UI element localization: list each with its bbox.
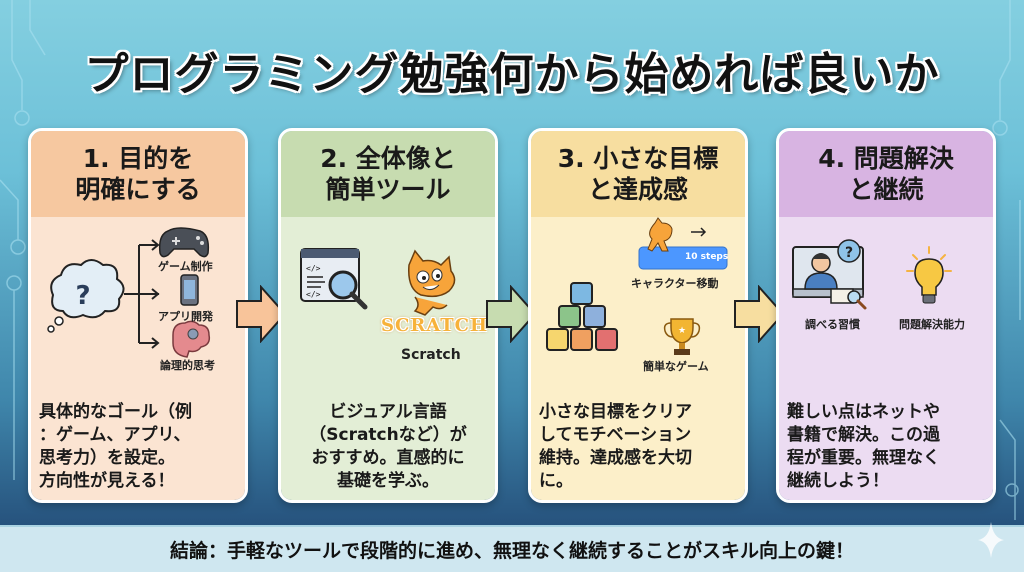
brain-gear-icon: [172, 320, 211, 358]
svg-text:</>: </>: [306, 264, 321, 273]
trophy-icon: ★: [663, 318, 701, 355]
step-3-illustration: ★: [546, 217, 728, 355]
label-app-development: アプリ開発: [158, 310, 213, 323]
step-1-body: ? ゲーム制作 アプリ開発: [31, 217, 245, 500]
step-3-heading: 3. 小さな目標 と達成感: [531, 131, 745, 217]
scratch-cat-icon: [408, 249, 456, 316]
label-game-creation: ゲーム制作: [158, 260, 213, 273]
thought-bubble-question-icon: ?: [47, 259, 125, 333]
stacked-blocks-icon: [546, 282, 618, 351]
step-card-2: 2. 全体像と 簡単ツール </> </> SCRATCH Scratc: [278, 128, 498, 503]
scratch-move-block-icon: [638, 217, 728, 270]
step-4-body: ? 調べる習慣 問題解決能力 難しい点はネットや 書籍で解決。この過 程が重要。…: [779, 217, 993, 500]
svg-text:</>: </>: [306, 290, 321, 299]
label-problem-solving: 問題解決能力: [899, 318, 965, 331]
label-logical-thinking: 論理的思考: [160, 359, 215, 372]
step-2-illustration: </> </>: [300, 248, 456, 316]
smartphone-app-icon: [180, 274, 199, 306]
label-research-habit: 調べる習慣: [805, 318, 860, 331]
conclusion-banner: 結論：手軽なツールで段階的に進め、無理なく継続することがスキル向上の鍵！: [0, 525, 1024, 572]
step-card-3: 3. 小さな目標 と達成感 ★: [528, 128, 748, 503]
label-character-move: キャラクター移動: [631, 277, 719, 290]
game-controller-icon: [158, 227, 210, 258]
code-window-magnifier-icon: </> </>: [300, 248, 368, 310]
step-3-body: ★ 10 steps キャラクター移動 簡単なゲーム 小さな目標をクリア してモ…: [531, 217, 745, 500]
step-4-description: 難しい点はネットや 書籍で解決。この過 程が重要。無理なく 継続しよう！: [787, 402, 940, 492]
step-1-heading: 1. 目的を 明確にする: [31, 131, 245, 217]
step-card-4: 4. 問題解決 と継続 ? 調べる習慣 問題解決能力 難しい点: [776, 128, 996, 503]
step-4-illustration: ?: [792, 239, 952, 310]
arrow-step-2-to-3: [486, 285, 537, 343]
step-card-1: 1. 目的を 明確にする ?: [28, 128, 248, 503]
sparkle-icon: [978, 522, 1004, 558]
svg-text:?: ?: [75, 281, 90, 311]
step-1-illustration: ?: [47, 227, 211, 358]
step-4-heading: 4. 問題解決 と継続: [779, 131, 993, 217]
step-2-body: </> </> SCRATCH Scratch ビジュアル言語 （Scratch…: [281, 217, 495, 500]
page-title: プログラミング勉強何から始めれば良いか: [84, 49, 940, 100]
person-computer-search-icon: ?: [792, 239, 867, 310]
arrow-step-1-to-2: [236, 285, 287, 343]
svg-text:★: ★: [678, 326, 686, 336]
label-simple-game: 簡単なゲーム: [643, 360, 709, 373]
step-1-description: 具体的なゴール（例 ：ゲーム、アプリ、 思考力）を設定。 方向性が見える！: [39, 402, 192, 492]
svg-text:?: ?: [845, 245, 853, 261]
lightbulb-icon: [906, 246, 952, 304]
step-2-description: ビジュアル言語 （Scratchなど）が おすすめ。直感的に 基礎を学ぶ。: [309, 402, 467, 492]
block-10-steps: 10 steps: [685, 252, 729, 262]
step-2-heading: 2. 全体像と 簡単ツール: [281, 131, 495, 217]
scratch-logo: SCRATCH: [381, 315, 488, 336]
arrow-step-3-to-4: [734, 285, 785, 343]
label-scratch: Scratch: [401, 347, 461, 363]
step-3-description: 小さな目標をクリア してモチベーション 維持。達成感を大切 に。: [539, 402, 692, 492]
branch-arrows: [124, 239, 160, 349]
